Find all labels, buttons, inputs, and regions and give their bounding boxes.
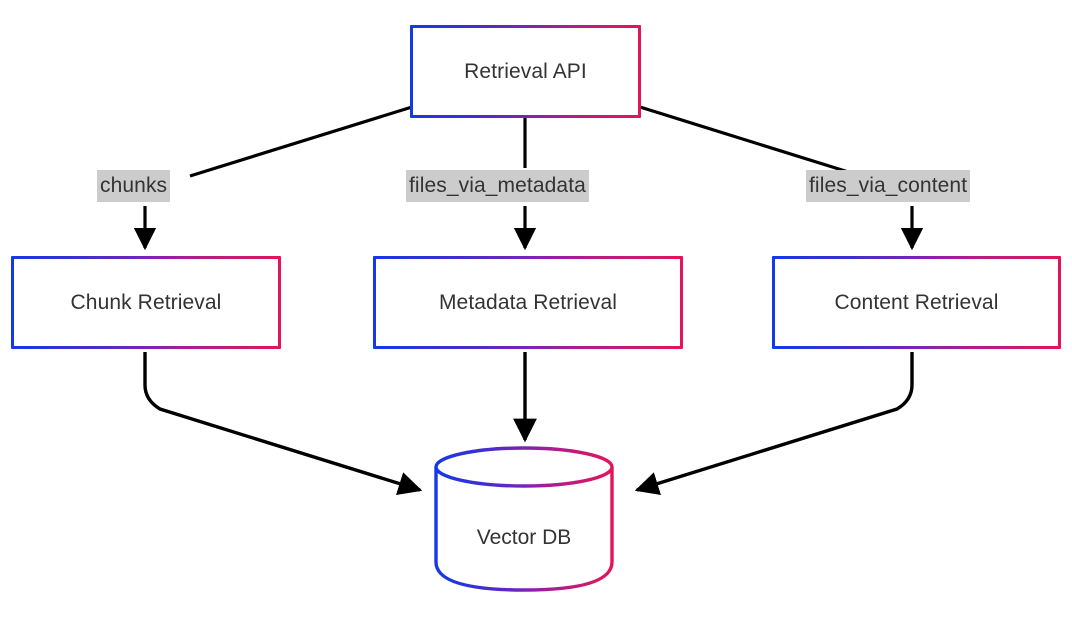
- node-chunk-retrieval-label: Chunk Retrieval: [70, 290, 222, 314]
- node-chunk-retrieval[interactable]: Chunk Retrieval: [11, 256, 281, 349]
- node-retrieval-api[interactable]: Retrieval API: [410, 25, 641, 118]
- node-metadata-retrieval-label: Metadata Retrieval: [438, 290, 618, 314]
- edge-label-files-via-metadata: files_via_metadata: [406, 170, 589, 202]
- edge-chunk-retrieval-to-vector-db: [143, 352, 423, 495]
- node-content-retrieval[interactable]: Content Retrieval: [772, 256, 1061, 349]
- vector-db-top-ellipse: [434, 446, 614, 488]
- node-retrieval-api-label: Retrieval API: [464, 59, 587, 83]
- edge-api-to-chunks-upper: [189, 105, 413, 178]
- edge-label-chunks: chunks: [97, 170, 171, 202]
- edge-api-to-content-upper: [639, 105, 859, 177]
- node-metadata-retrieval[interactable]: Metadata Retrieval: [373, 256, 683, 349]
- node-content-retrieval-label: Content Retrieval: [834, 290, 999, 314]
- node-vector-db-label: Vector DB: [476, 526, 572, 549]
- vector-db-body: [434, 467, 614, 592]
- edge-content-retrieval-to-vector-db: [634, 352, 914, 495]
- edge-label-files-via-content: files_via_content: [806, 170, 971, 202]
